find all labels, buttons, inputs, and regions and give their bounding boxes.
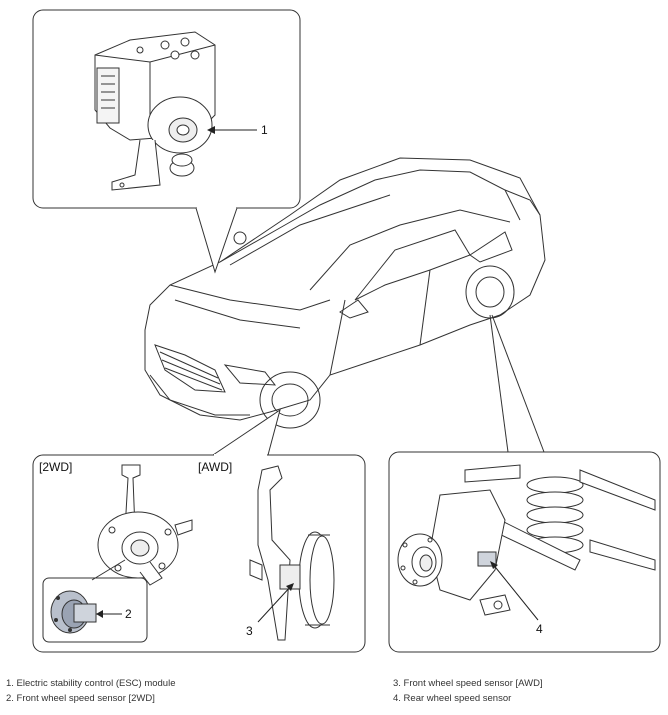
legend-item-1: 1. Electric stability control (ESC) modu…: [6, 678, 176, 689]
callout-2: 2: [125, 607, 132, 621]
leader-4: [491, 562, 539, 621]
callout-4: 4: [536, 622, 543, 636]
legend-left: 1. Electric stability control (ESC) modu…: [6, 676, 175, 706]
legend-item-4: 4. Rear wheel speed sensor: [393, 693, 512, 704]
leader-3: [257, 584, 293, 623]
sensor-2wd-inset: 2: [42, 559, 148, 643]
knuckle-2wd-drawing: [97, 464, 193, 586]
front-wheel-callout: [2WD] [AWD] 2: [32, 408, 366, 653]
legend-item-3: 3. Front wheel speed sensor [AWD]: [393, 678, 543, 689]
variant-label-awd: [AWD]: [198, 460, 232, 474]
rear-suspension-drawing: [397, 464, 656, 616]
car-illustration: [144, 157, 546, 429]
legend-right: 3. Front wheel speed sensor [AWD] 4. Rea…: [393, 676, 543, 706]
rear-wheel-callout: 4: [388, 314, 661, 653]
callout-1: 1: [261, 123, 268, 137]
esc-module-drawing: [94, 31, 216, 191]
legend-item-2: 2. Front wheel speed sensor [2WD]: [6, 693, 155, 704]
esc-module-callout: 1: [32, 9, 301, 274]
callout-3: 3: [246, 624, 253, 638]
variant-label-2wd: [2WD]: [39, 460, 72, 474]
